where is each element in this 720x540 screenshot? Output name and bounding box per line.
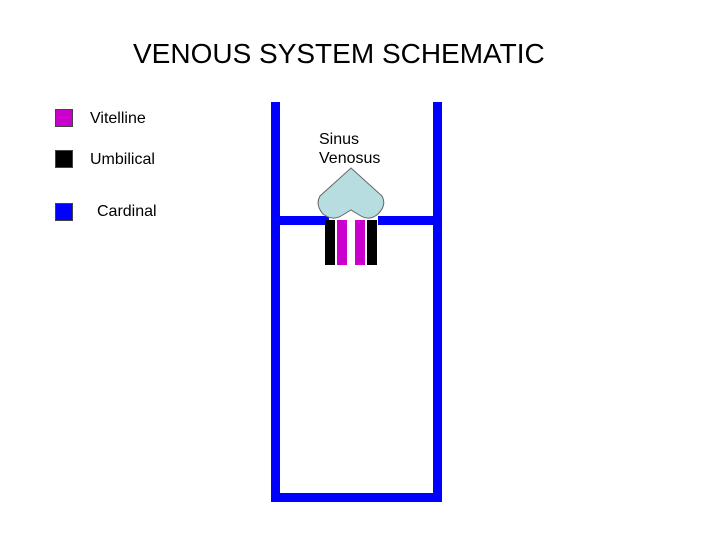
- umbilical-right: [367, 220, 377, 265]
- sinus-venosus-shape: [317, 167, 385, 219]
- cardinal-veins: [271, 102, 442, 502]
- umbilical-veins: [325, 220, 377, 265]
- umbilical-left: [325, 220, 335, 265]
- legend-swatch-cardinal: [55, 203, 73, 221]
- legend-swatch-umbilical: [55, 150, 73, 168]
- legend-label-vitelline: Vitelline: [90, 110, 146, 127]
- page-title: VENOUS SYSTEM SCHEMATIC: [133, 38, 545, 69]
- cardinal-bottom-horizontal: [271, 493, 442, 502]
- legend-label-cardinal: Cardinal: [97, 203, 157, 220]
- sinus-venosus-label-line2: Venosus: [319, 150, 381, 167]
- legend-swatch-vitelline: [55, 109, 73, 127]
- vitelline-right: [355, 220, 365, 265]
- sinus-venosus-label: Sinus Venosus: [319, 130, 380, 168]
- cardinal-right-horizontal: [378, 216, 442, 225]
- vitelline-left: [337, 220, 347, 265]
- cardinal-right-vertical: [433, 102, 442, 499]
- sinus-venosus-label-line1: Sinus: [319, 131, 360, 148]
- cardinal-left-vertical: [271, 102, 280, 500]
- cardinal-left-horizontal: [271, 216, 329, 225]
- vitelline-veins: [337, 220, 365, 265]
- legend-label-umbilical: Umbilical: [90, 151, 155, 168]
